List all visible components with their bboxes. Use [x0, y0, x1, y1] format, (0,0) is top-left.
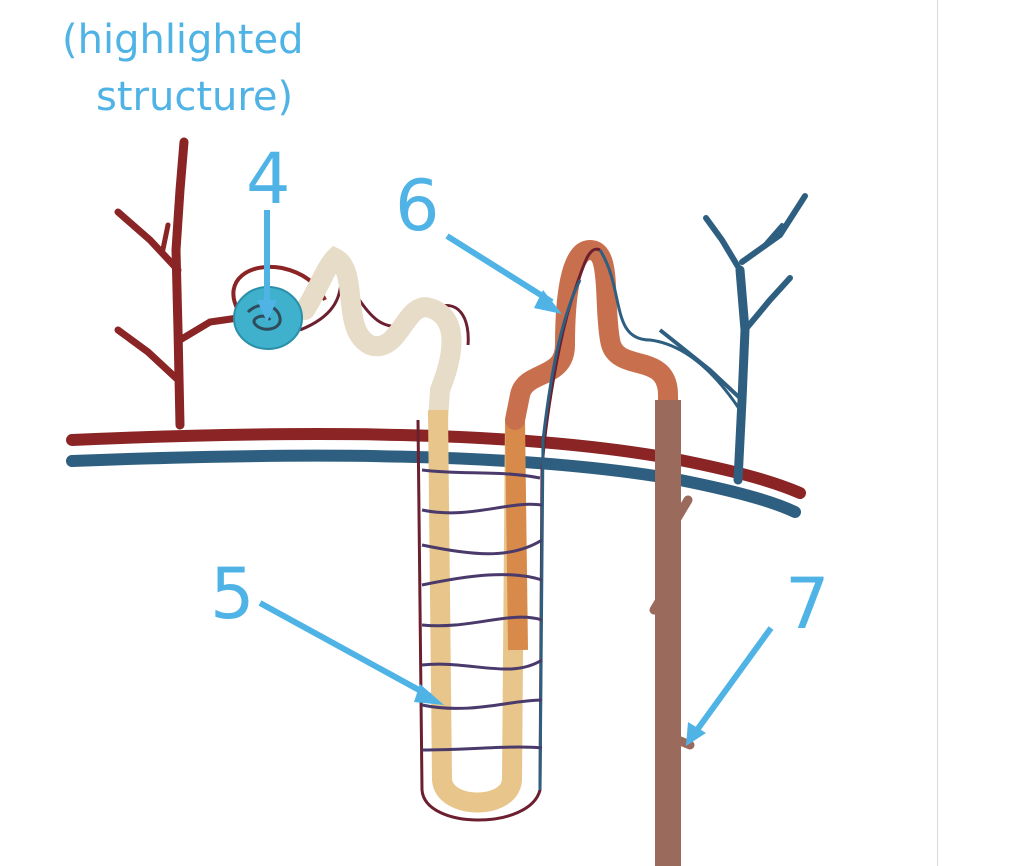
label-4: 4: [246, 138, 291, 220]
arrow-6: [447, 236, 552, 302]
highlight-caption: (highlighted structure): [62, 17, 316, 120]
arrow-7: [697, 628, 771, 730]
label-7: 7: [785, 563, 830, 645]
proximal-tubule: [305, 258, 452, 420]
loop-of-henle: [438, 410, 518, 803]
label-5: 5: [210, 553, 255, 635]
arrow-5: [260, 603, 430, 696]
label-6: 6: [395, 165, 440, 247]
highlight-caption-line-2: structure): [96, 74, 293, 120]
distal-tubule: [515, 250, 668, 420]
highlight-caption-line-1: (highlighted: [62, 17, 303, 63]
venous-tree: [660, 196, 805, 480]
